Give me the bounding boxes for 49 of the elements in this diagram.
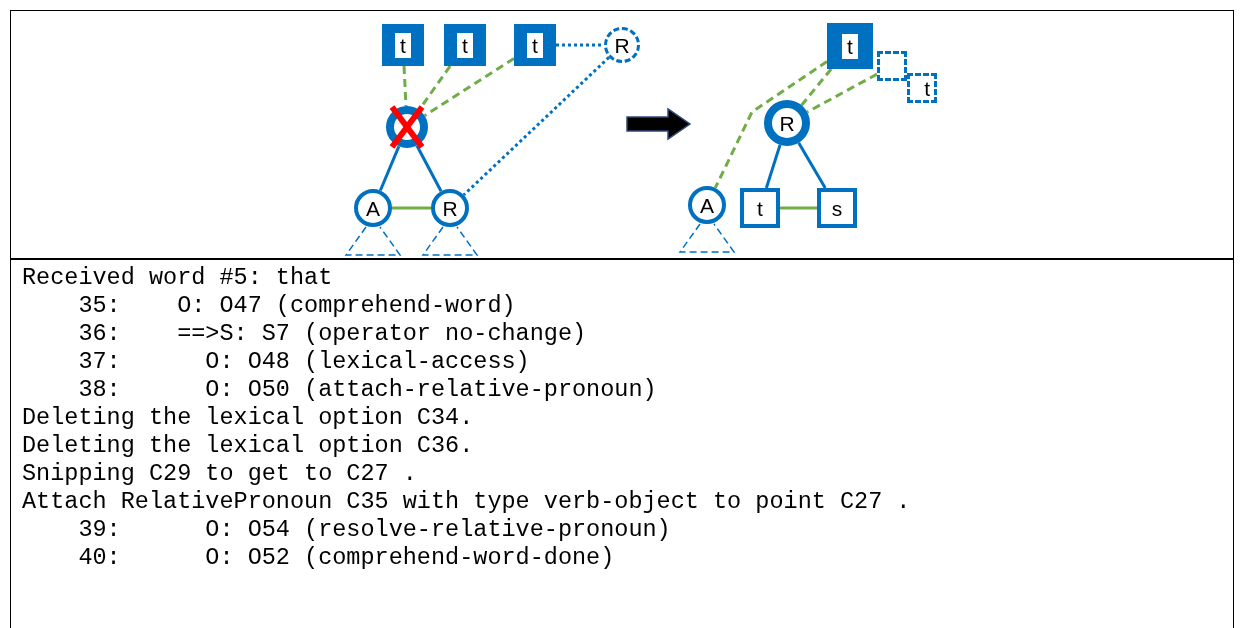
connector-line: [378, 145, 401, 192]
log-line: 38: O: O50 (attach-relative-pronoun): [77, 376, 657, 404]
dashed-token-box: [907, 73, 937, 103]
connector-line: [556, 43, 604, 47]
connector-line: [800, 68, 833, 107]
node-circle: [354, 189, 392, 227]
connector-line: [392, 206, 431, 210]
token-box: [514, 24, 556, 66]
dashed-token-box: [877, 51, 907, 81]
node-label: t: [924, 77, 930, 99]
log-line: Attach RelativePronoun C35 with type verb-object to point C27 .: [22, 488, 911, 516]
token-box: [817, 188, 857, 228]
log-line: Received word #5: that: [22, 264, 333, 292]
token-box: [382, 24, 424, 66]
log-line: 37: O: O48 (lexical-access): [77, 348, 530, 376]
node-label: R: [779, 112, 795, 134]
connector-line: [797, 142, 827, 189]
node-label: t: [757, 197, 763, 219]
log-line: 36: ==>S: S7 (operator no-change): [77, 320, 587, 348]
log-line: 39: O: O54 (resolve-relative-pronoun): [77, 516, 671, 544]
log-line: 35: O: O47 (comprehend-word): [77, 292, 516, 320]
connector-line: [462, 56, 610, 197]
node-label: A: [700, 194, 714, 216]
node-circle: [764, 100, 810, 146]
connector-line: [806, 72, 878, 114]
node-label: t: [527, 32, 543, 58]
log-line: 40: O: O52 (comprehend-word-done): [77, 544, 615, 572]
node-label: A: [366, 197, 380, 219]
connector-line: [415, 144, 443, 192]
node-label: R: [614, 34, 630, 56]
token-box: [444, 24, 486, 66]
node-label: R: [442, 197, 458, 219]
node-label: t: [457, 32, 473, 58]
connector-line: [402, 65, 408, 107]
connector-line: [713, 60, 828, 189]
connector-line: [764, 144, 782, 189]
node-label: t: [395, 32, 411, 58]
node-label: t: [842, 33, 858, 59]
log-line: Snipping C29 to get to C27 .: [22, 460, 417, 488]
node-circle: [431, 189, 469, 227]
connector-line: [423, 57, 515, 117]
connector-line: [780, 206, 817, 210]
node-circle: [688, 186, 726, 224]
log-line: Deleting the lexical option C36.: [22, 432, 474, 460]
log-line: Deleting the lexical option C34.: [22, 404, 474, 432]
token-box: [827, 23, 873, 69]
token-box: [740, 188, 780, 228]
node-label: s: [831, 197, 843, 219]
dashed-node-circle: [604, 27, 640, 63]
